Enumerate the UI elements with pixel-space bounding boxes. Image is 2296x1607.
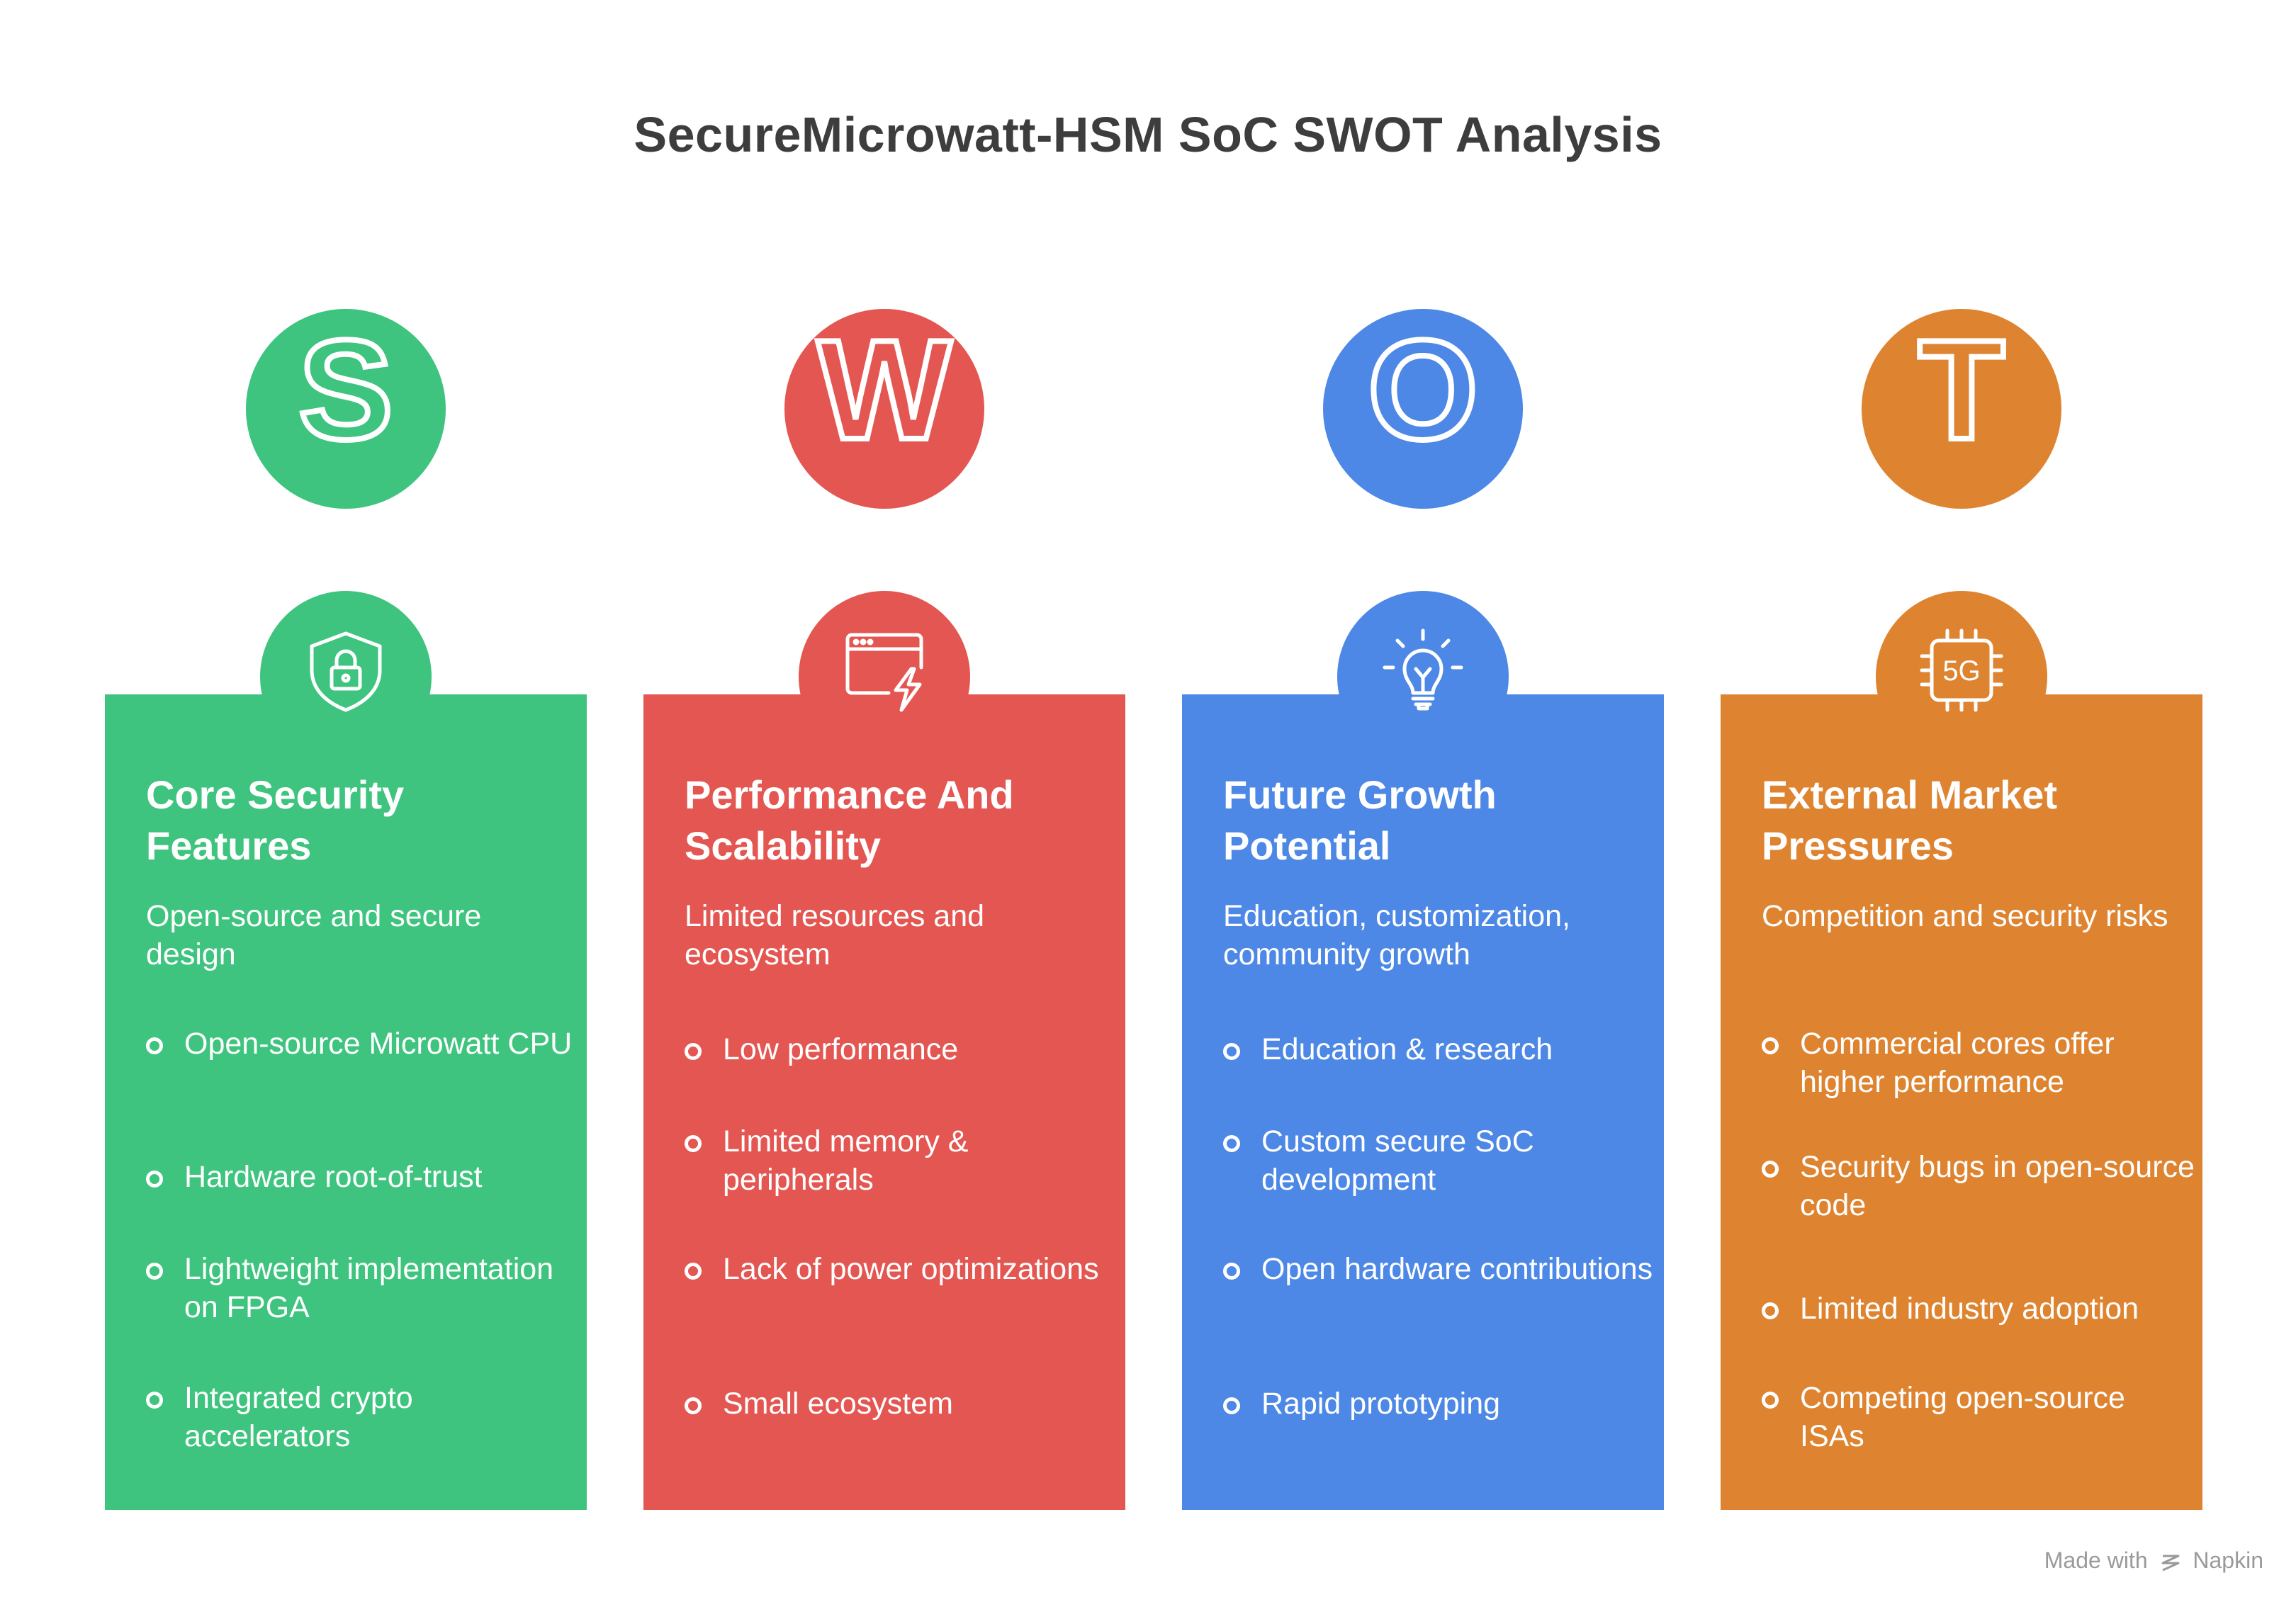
bullet-icon [1223,1135,1240,1152]
badge-letter: T [1918,311,2005,469]
bullet-icon [146,1392,163,1409]
bullet-icon [146,1037,163,1054]
swot-card: External Market Pressures Competition an… [1721,694,2202,1510]
list-item-text: Low performance [723,1032,959,1066]
letter-s-outline: S [296,309,395,472]
card-heading: Performance And Scalability [685,772,1014,868]
list-item-text: Security bugs in open-source code [1800,1150,2195,1222]
napkin-watermark: Made with Napkin [2044,1547,2263,1574]
icon-tab: 5G [1876,591,2047,762]
svg-text:5G: 5G [1942,655,1980,687]
list-item-text: Competing open-source ISAs [1800,1381,2125,1453]
letter-badge: S [246,309,446,509]
swot-card: Core Security Features Open-source and s… [105,694,587,1510]
list-item-text: Open hardware contributions [1261,1252,1653,1286]
bullet-icon [685,1135,702,1152]
letter-o-outline: O [1365,309,1481,472]
list-item-text: Limited memory & peripherals [723,1124,969,1197]
card-heading: Core Security Features [146,772,405,868]
card-subtitle: Open-source and secure design [146,899,482,971]
list-item-text: Commercial cores offer higher performanc… [1800,1027,2115,1099]
swot-column-threats: T External Market Pressures Competition … [1721,0,2202,1607]
badge-letter: O [1368,311,1478,469]
list-item-text: Limited industry adoption [1800,1292,2139,1326]
card-subtitle: Limited resources and ecosystem [685,899,985,971]
bullet-icon [1223,1397,1240,1414]
bullet-icon [1223,1263,1240,1280]
letter-badge: T [1862,309,2061,509]
napkin-logo-icon [2161,1555,2179,1571]
list-item-text: Hardware root-of-trust [184,1160,483,1194]
lightbulb-icon [1383,628,1463,711]
card-heading: Future Growth Potential [1223,772,1497,868]
card-subtitle: Competition and security risks [1762,899,2168,933]
napkin-brand-label: Napkin [2193,1547,2263,1573]
swot-card: Future Growth Potential Education, custo… [1182,694,1664,1510]
swot-card: Performance And Scalability Limited reso… [643,694,1125,1510]
swot-column-opportunities: O Future Growth Potential Education, cus… [1182,0,1664,1607]
list-item-text: Rapid prototyping [1261,1387,1501,1421]
bullet-icon [685,1263,702,1280]
card-heading: External Market Pressures [1762,772,2058,868]
swot-column-weaknesses: W Performance And Scalability Limited re… [643,0,1125,1607]
bullet-icon [1762,1302,1779,1319]
5g-chip-icon: 5G [1920,628,2003,712]
list-item-text: Education & research [1261,1032,1553,1066]
icon-tab [799,591,970,762]
letter-badge: W [784,309,984,509]
list-item-text: Lack of power optimizations [723,1252,1099,1286]
card-subtitle: Education, customization, community grow… [1223,899,1570,971]
list-item-text: Small ecosystem [723,1387,953,1421]
bullet-icon [146,1171,163,1188]
list-item-text: Integrated crypto accelerators [184,1381,413,1453]
browser-lightning-icon [845,633,923,712]
list-item-text: Open-source Microwatt CPU [184,1027,573,1061]
letter-w-outline: W [815,309,955,472]
bullet-icon [1762,1161,1779,1178]
list-item-text: Custom secure SoC development [1261,1124,1534,1197]
bullet-icon [146,1263,163,1280]
letter-badge: O [1323,309,1523,509]
icon-tab [260,591,432,762]
bullet-icon [685,1043,702,1060]
letter-t-outline: T [1915,309,2008,472]
bullet-icon [1762,1037,1779,1054]
bullet-icon [1223,1043,1240,1060]
swot-column-strengths: S Core Security Features Open-source and… [105,0,587,1607]
made-with-label: Made with [2044,1547,2148,1573]
badge-letter: W [818,311,952,469]
shield-lock-icon [310,631,382,712]
icon-tab [1337,591,1509,762]
list-item-text: Lightweight implementation on FPGA [184,1252,554,1324]
bullet-icon [685,1397,702,1414]
page-title: SecureMicrowatt-HSM SoC SWOT Analysis [634,107,1662,162]
badge-letter: S [298,311,393,469]
bullet-icon [1762,1392,1779,1409]
